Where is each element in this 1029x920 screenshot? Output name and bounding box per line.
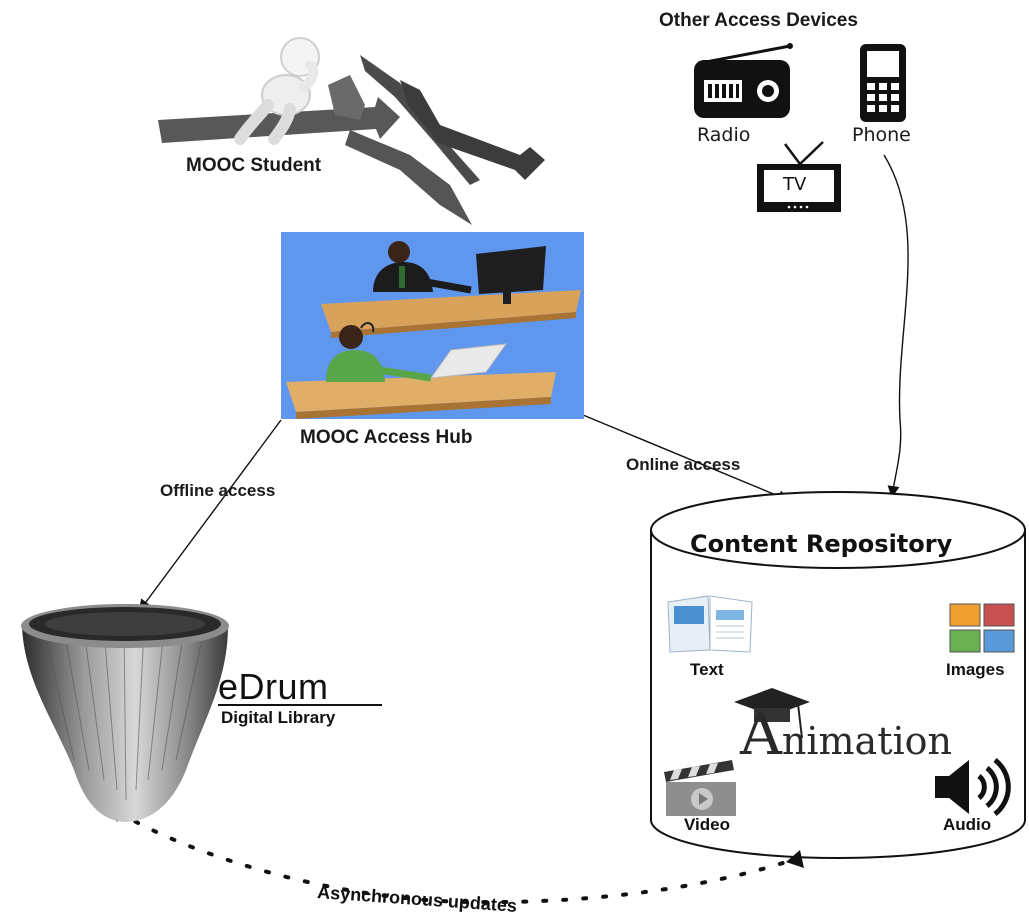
graduation-cap-icon (734, 688, 810, 739)
edrum-underline (218, 704, 382, 706)
text-label: Text (690, 660, 724, 679)
animation-initial: A (740, 700, 782, 768)
edrum-title: eDrum (218, 666, 329, 707)
drum-image (21, 604, 229, 822)
repository-cylinder (650, 491, 1026, 859)
clapperboard-icon (664, 760, 736, 816)
phone-label: Phone (852, 124, 911, 146)
video-label: Video (684, 815, 730, 834)
radio-icon (694, 43, 793, 118)
offline-arrow (138, 419, 282, 612)
access-hub-illustration (281, 232, 584, 419)
edrum-subtitle: Digital Library (221, 708, 336, 727)
offline-access-label: Offline access (160, 481, 276, 500)
repository-title: Content Repository (690, 530, 953, 558)
book-icon (667, 595, 753, 653)
hub-label: MOOC Access Hub (300, 427, 473, 448)
hub-illustration (286, 241, 581, 419)
images-label: Images (946, 660, 1005, 679)
animation-rest: nimation (781, 719, 952, 763)
student-figure (234, 37, 320, 145)
other-devices-title: Other Access Devices (659, 10, 858, 31)
tv-label: TV (783, 174, 807, 195)
crossroads-arrows (158, 55, 545, 225)
phone-icon (860, 44, 906, 122)
online-access-label: Online access (626, 455, 741, 474)
images-icon (949, 603, 1015, 653)
radio-label: Radio (697, 124, 751, 146)
async-dotted-arc (116, 810, 800, 905)
tv-icon (757, 141, 841, 212)
online-arrow (582, 414, 790, 502)
async-arrowhead-right (786, 850, 804, 868)
student-label: MOOC Student (186, 155, 322, 176)
animation-label: Animation (740, 700, 952, 768)
phone-arrow (883, 154, 909, 498)
audio-label: Audio (943, 815, 992, 834)
speaker-icon (935, 758, 1011, 816)
